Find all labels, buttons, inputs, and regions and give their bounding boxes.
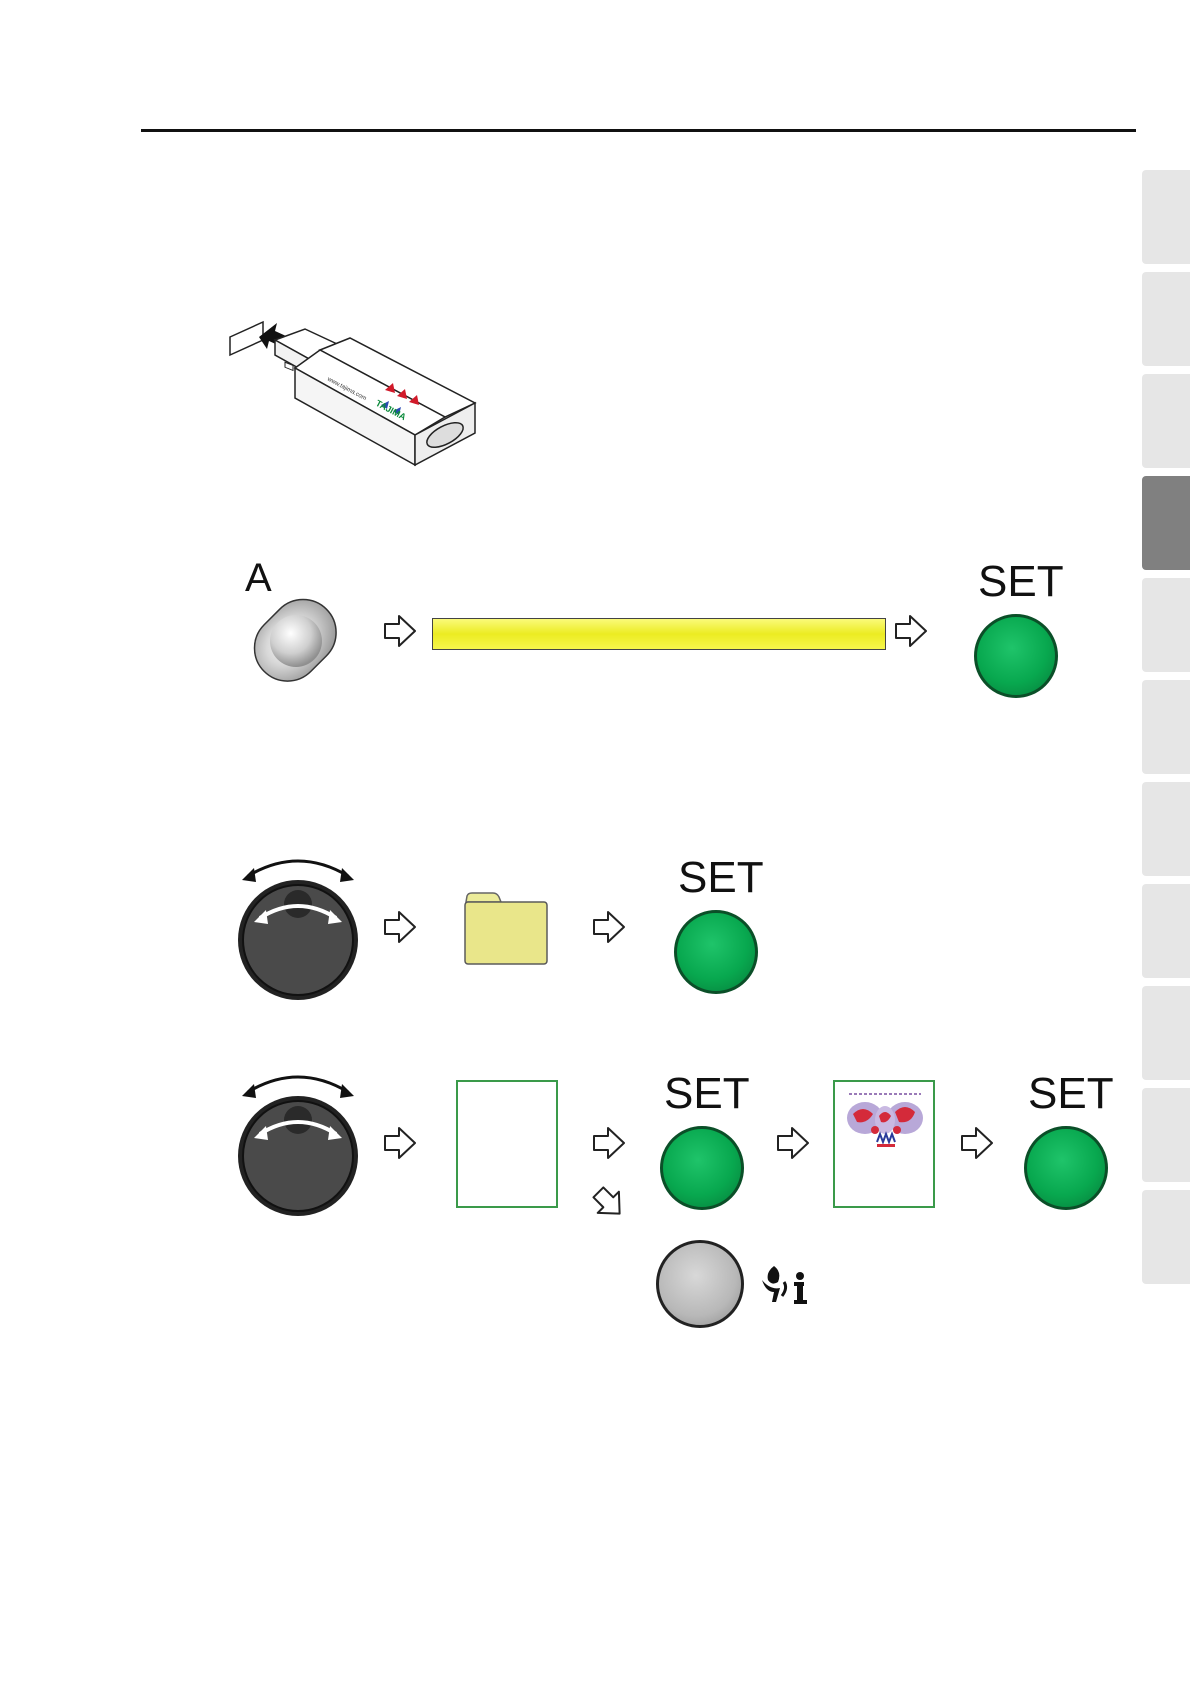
arrow-right-icon [383,614,417,648]
side-tab[interactable] [1142,374,1190,468]
a-button-icon[interactable] [240,585,352,697]
progress-bar [432,618,886,650]
set-button[interactable] [974,614,1058,698]
header-rule [141,129,1136,132]
side-tab[interactable] [1142,578,1190,672]
set-button[interactable] [1024,1126,1108,1210]
arrow-right-icon [592,1126,626,1160]
folder-icon[interactable] [463,892,549,966]
jog-dial-icon[interactable] [234,1068,362,1218]
arrow-right-icon [383,910,417,944]
arrow-right-icon [894,614,928,648]
side-tab[interactable] [1142,1088,1190,1182]
set-button[interactable] [660,1126,744,1210]
side-tab[interactable] [1142,884,1190,978]
side-tab[interactable] [1142,986,1190,1080]
side-tab[interactable] [1142,680,1190,774]
gray-button[interactable] [656,1240,744,1328]
set-label: SET [978,560,1064,604]
arrow-right-icon [776,1126,810,1160]
arrow-down-right-icon [592,1186,626,1220]
arrow-right-icon [960,1126,994,1160]
side-tab[interactable] [1142,170,1190,264]
usb-drive-icon: TAJIMA www.tajima.com [225,295,485,470]
arrow-right-icon [383,1126,417,1160]
arrow-right-icon [592,910,626,944]
set-label: SET [678,856,764,900]
side-tab[interactable] [1142,1190,1190,1284]
side-tab[interactable] [1142,272,1190,366]
set-label: SET [1028,1072,1114,1116]
set-button[interactable] [674,910,758,994]
design-preview-art [843,1090,927,1162]
design-file-icon[interactable] [456,1080,558,1208]
jog-dial-icon[interactable] [234,852,362,1002]
info-icon [760,1262,810,1308]
side-tab[interactable] [1142,782,1190,876]
side-tab-active[interactable] [1142,476,1190,570]
set-label: SET [664,1072,750,1116]
design-preview-icon[interactable] [833,1080,935,1208]
